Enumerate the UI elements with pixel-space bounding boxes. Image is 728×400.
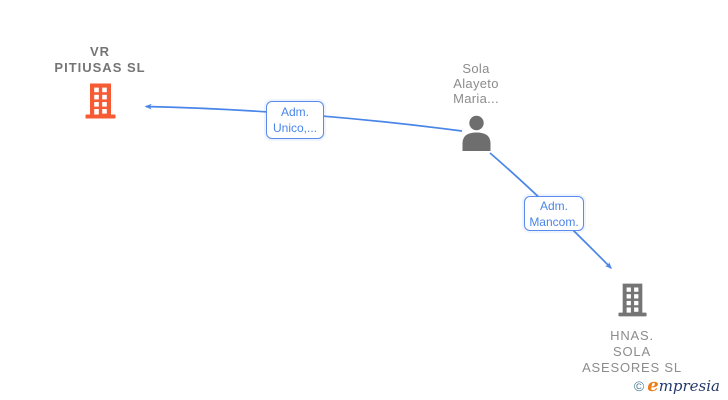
company-name-label: VR PITIUSAS SL	[54, 44, 145, 76]
company-name-line: PITIUSAS SL	[54, 60, 146, 75]
company-name-line: VR	[89, 44, 111, 59]
node-company-hnas-sola-asesores[interactable]: HNAS. SOLA ASESORES SL	[562, 283, 702, 376]
person-name-line: Sola	[462, 61, 490, 76]
edge-label-adm-unico[interactable]: Adm. Unico,...	[266, 101, 324, 139]
building-icon	[617, 283, 647, 322]
person-icon	[460, 115, 493, 156]
company-name-label: HNAS. SOLA ASESORES SL	[582, 328, 682, 376]
edge-label-line: Adm.	[280, 105, 309, 119]
edge-label-line: Mancom.	[529, 214, 579, 229]
edge-label-line: Adm.	[539, 198, 568, 213]
person-name-line: Alayeto	[453, 76, 499, 91]
company-name-line: HNAS.	[610, 328, 654, 343]
building-icon	[85, 83, 116, 124]
copyright-icon: ©	[633, 378, 645, 394]
brand-text: mpresia	[658, 377, 720, 395]
company-name-line: SOLA	[613, 344, 651, 359]
node-company-vr-pitiusas[interactable]: VR PITIUSAS SL	[30, 44, 170, 124]
brand-letter-e: e	[647, 375, 659, 396]
empresia-watermark-logo[interactable]: ©empresia	[634, 375, 720, 396]
edge-label-line: Unico,...	[272, 121, 317, 135]
node-person-sola-alayeto[interactable]: Sola Alayeto Maria...	[416, 61, 536, 156]
person-name-line: Maria...	[453, 91, 499, 106]
person-name-label: Sola Alayeto Maria...	[453, 61, 499, 106]
edge-label-adm-mancom[interactable]: Adm. Mancom.	[524, 196, 584, 231]
company-name-line: ASESORES SL	[582, 360, 682, 375]
